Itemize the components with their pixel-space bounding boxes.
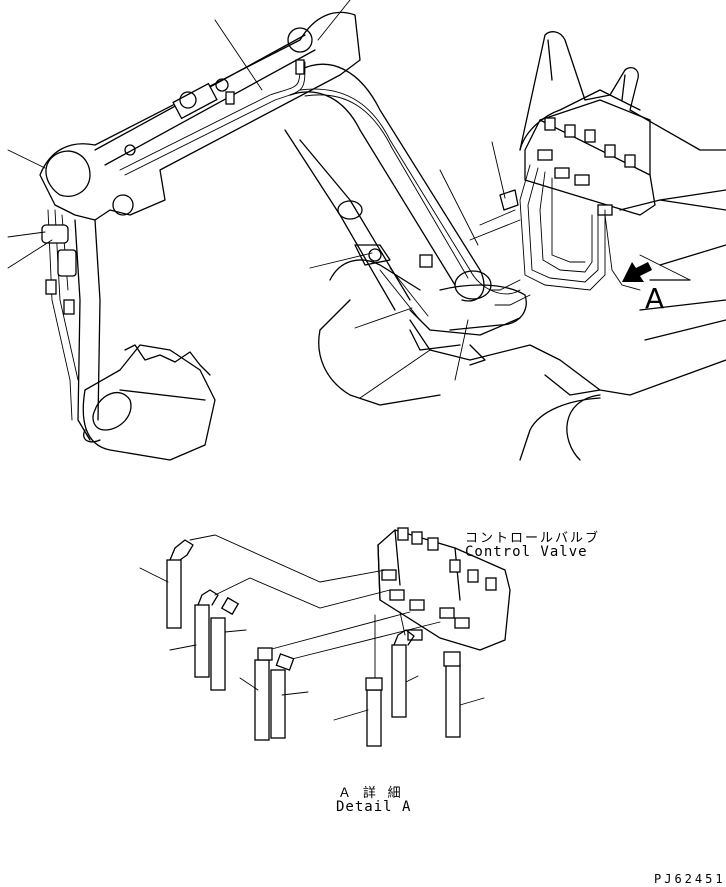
machine-body	[318, 31, 726, 461]
bucket	[82, 344, 216, 461]
boom-main	[284, 63, 492, 311]
detail-title-en: Detail A	[336, 799, 412, 815]
arm-hoses	[41, 209, 79, 421]
boom-arm	[39, 11, 361, 441]
valve-hoses	[469, 164, 641, 306]
view-arrow-icon	[622, 262, 652, 282]
leader-lines-detail	[139, 567, 485, 721]
control-valve-label-jp: コントロールバルブ	[465, 531, 601, 546]
control-valve-detail	[377, 527, 511, 651]
hose-assemblies	[166, 539, 461, 747]
drawing-code: PJ62451	[654, 872, 726, 886]
control-valve-label-en: Control Valve	[465, 544, 588, 560]
leader-lines-upper	[7, 0, 691, 399]
control-valve-upper	[524, 99, 656, 216]
excavator-assembly-view	[7, 0, 726, 461]
swing-bracket	[379, 254, 527, 366]
detail-a-view	[139, 527, 511, 747]
detail-title-jp: Ａ 詳 細	[338, 786, 403, 801]
view-marker-label: A	[645, 282, 665, 315]
boom-hoses	[119, 59, 521, 295]
